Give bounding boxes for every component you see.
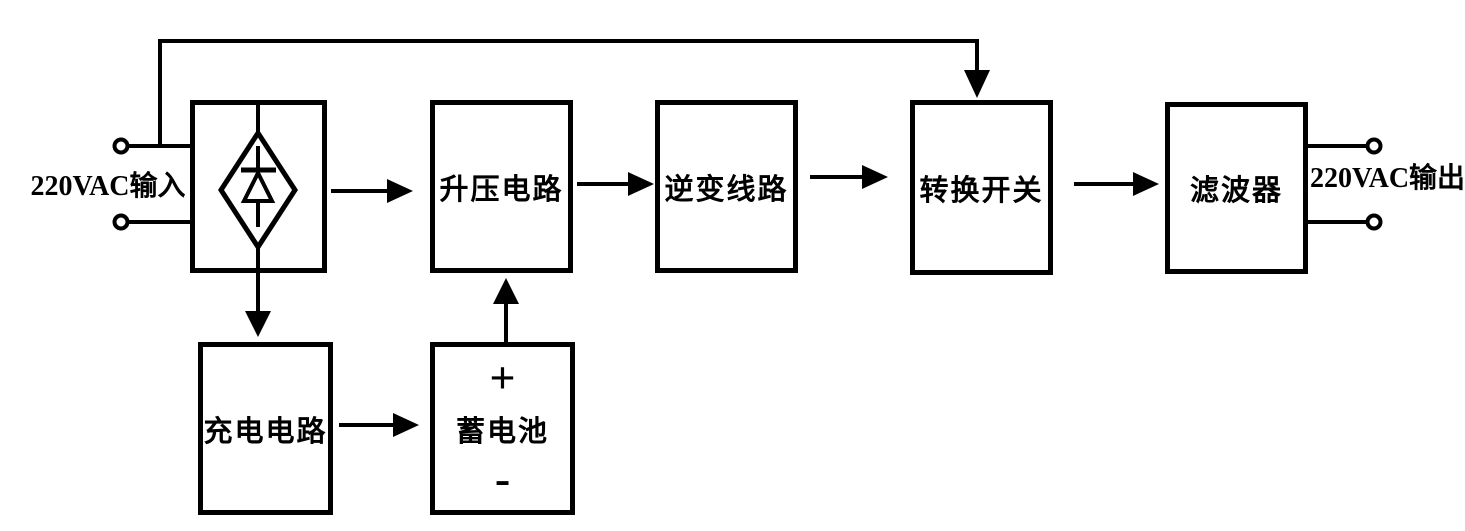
- block-battery: + 蓄电池 -: [430, 342, 575, 515]
- block-transfer-switch: 转换开关: [910, 100, 1053, 275]
- battery-minus-sign: -: [494, 453, 511, 504]
- arrowhead-charger-to-battery: [393, 413, 419, 437]
- block-filter-label: 滤波器: [1189, 175, 1283, 207]
- arrowhead-inverter-to-transfer: [862, 165, 888, 189]
- arrowhead-bypass-to-transfer: [964, 70, 990, 98]
- block-charger-circuit-label: 充电电路: [203, 415, 328, 448]
- block-inverter-circuit-label: 逆变线路: [664, 173, 789, 206]
- arrowhead-transfer-to-filter: [1133, 172, 1159, 196]
- arrowhead-boost-to-inverter: [628, 172, 654, 196]
- block-filter: 滤波器: [1165, 102, 1308, 274]
- input-terminal-top: [112, 137, 130, 155]
- output-terminal-top: [1365, 137, 1383, 155]
- block-boost-circuit-label: 升压电路: [439, 173, 564, 206]
- block-inverter-circuit: 逆变线路: [655, 100, 798, 273]
- battery-plus-sign: +: [489, 352, 516, 403]
- block-boost-circuit: 升压电路: [430, 100, 573, 273]
- output-terminal-bottom: [1365, 213, 1383, 231]
- block-charger-circuit: 充电电路: [198, 342, 333, 515]
- arrowhead-rectifier-to-charger: [245, 311, 271, 337]
- ac-output-label: 220VAC输出: [1310, 163, 1465, 194]
- block-rectifier: [190, 100, 327, 273]
- block-transfer-switch-label: 转换开关: [919, 174, 1044, 207]
- arrowhead-battery-to-boost: [493, 278, 519, 304]
- ac-input-label: 220VAC输入: [30, 171, 186, 202]
- block-battery-label: 蓄电池: [455, 415, 549, 448]
- input-terminal-bottom: [112, 213, 130, 231]
- arrowhead-rectifier-to-boost: [387, 179, 413, 203]
